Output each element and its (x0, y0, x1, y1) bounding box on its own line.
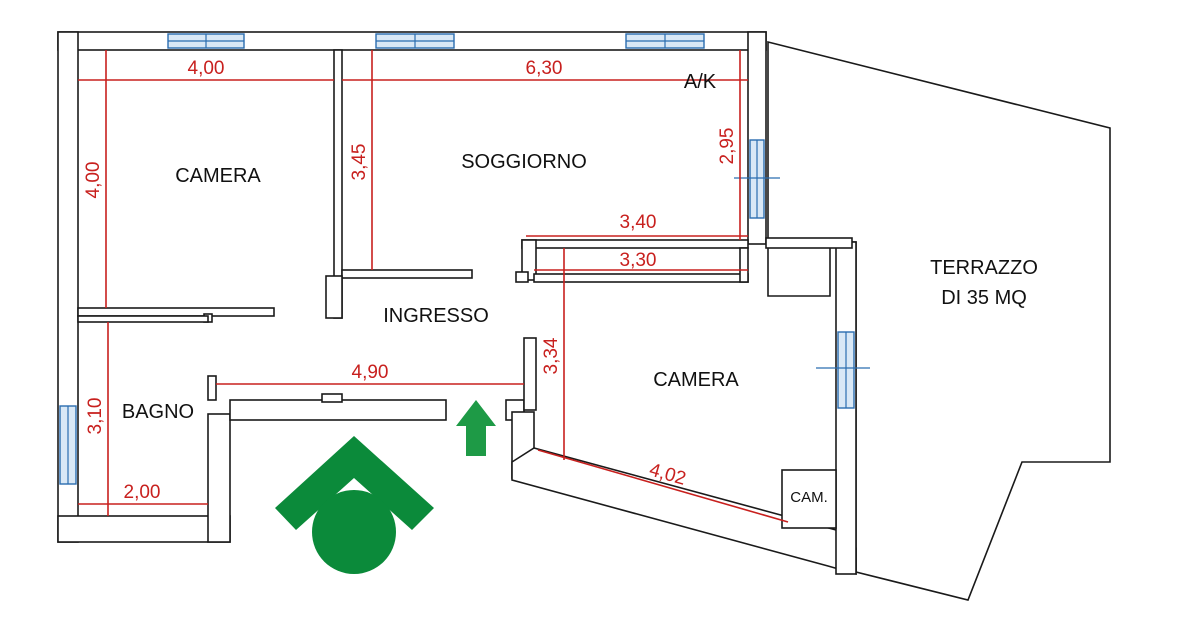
room-label-bagno: BAGNO (122, 401, 194, 423)
dimension-lines (78, 50, 789, 523)
window-bagno-left (59, 405, 77, 485)
room-label-terrazzo-line2: DI 35 MQ (941, 287, 1027, 309)
window-top-right (625, 33, 705, 49)
interior-walls (77, 49, 837, 529)
room-label-soggiorno: SOGGIORNO (461, 151, 587, 173)
house-logo-icon (275, 436, 434, 574)
dim-ak-height: 2,95 (717, 128, 738, 165)
dim-ak-width: 3,40 (620, 212, 657, 233)
exterior-walls (57, 31, 857, 576)
dim-ingresso-width: 4,90 (352, 362, 389, 383)
arrow-up-icon (456, 400, 496, 456)
room-label-camera-2: CAMERA (653, 369, 739, 391)
room-label-ingresso: INGRESSO (383, 305, 489, 327)
window-camera2-right (816, 331, 870, 409)
dim-bagno-height: 3,10 (85, 398, 106, 435)
dim-camera-2-width: 3,30 (620, 250, 657, 271)
dim-camera-2-height: 3,34 (541, 337, 562, 374)
room-label-terrazzo-line1: TERRAZZO (930, 257, 1038, 279)
room-label-cam: CAM. (790, 489, 828, 506)
window-top-left (167, 33, 245, 49)
dim-soggiorno-width: 6,30 (526, 58, 563, 79)
window-ak-right (734, 139, 780, 219)
dim-soggiorno-height: 3,45 (349, 144, 370, 181)
dim-camera-1-height: 4,00 (83, 162, 104, 199)
room-label-camera-1: CAMERA (175, 165, 261, 187)
windows (59, 33, 870, 485)
room-label-ak: A/K (684, 71, 717, 93)
dim-camera-1-width: 4,00 (188, 58, 225, 79)
dim-bagno-width: 2,00 (124, 482, 161, 503)
window-top-middle (375, 33, 455, 49)
